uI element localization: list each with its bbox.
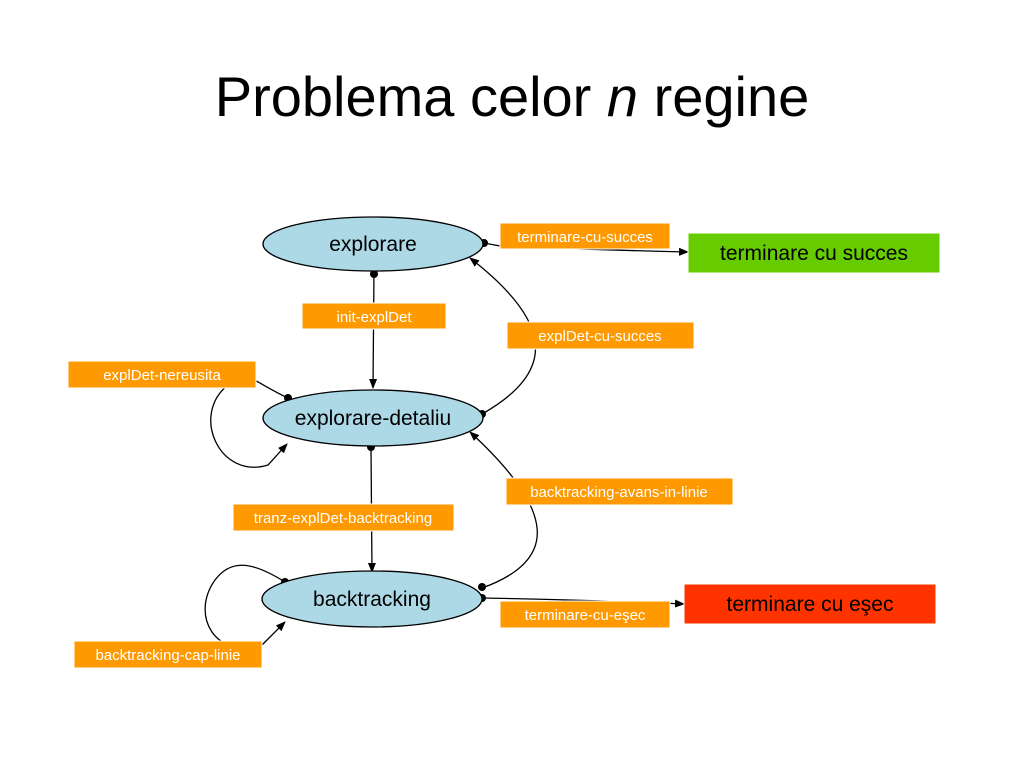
title-prefix: Problema celor [214, 65, 592, 128]
transition-explDet-nereusita-label: explDet-nereusita [103, 367, 221, 384]
state-explorare-detaliu: explorare-detaliu [262, 389, 484, 447]
transition-init-explDet: init-explDet [301, 302, 447, 330]
transition-terminare-cu-succes-label: terminare-cu-succes [517, 229, 653, 246]
terminal-failure: terminare cu eşec [683, 583, 937, 625]
transition-backtracking-cap-linie-label: backtracking-cap-linie [95, 647, 240, 664]
transition-backtracking-avans-in-linie-label: backtracking-avans-in-linie [530, 484, 708, 501]
state-explorare-detaliu-label: explorare-detaliu [295, 407, 451, 430]
state-explorare-label: explorare [329, 233, 417, 256]
slide-title: Problema celor n regine [0, 62, 1024, 132]
terminal-failure-label: terminare cu eşec [727, 593, 894, 616]
state-backtracking-label: backtracking [313, 588, 431, 611]
terminal-success-label: terminare cu succes [720, 242, 908, 265]
state-explorare: explorare [262, 216, 484, 272]
state-backtracking: backtracking [261, 570, 483, 628]
edge-explorare-detaliu-self-loop [210, 377, 289, 468]
title-suffix: regine [653, 65, 810, 128]
transition-backtracking-cap-linie: backtracking-cap-linie [73, 640, 263, 669]
transition-tranz-explDet-backtracking: tranz-explDet-backtracking [232, 503, 455, 532]
dot-backtracking-up [478, 583, 486, 591]
transition-terminare-cu-esec: terminare-cu-eşec [499, 600, 671, 629]
transition-terminare-cu-esec-label: terminare-cu-eşec [525, 607, 646, 624]
dot-explorare-down [370, 270, 378, 278]
transition-explDet-nereusita: explDet-nereusita [67, 360, 257, 389]
transition-explDet-cu-succes-label: explDet-cu-succes [538, 328, 661, 345]
transition-explDet-cu-succes: explDet-cu-succes [506, 321, 695, 350]
transition-init-explDet-label: init-explDet [336, 309, 412, 326]
transition-tranz-explDet-backtracking-label: tranz-explDet-backtracking [254, 510, 432, 527]
transition-terminare-cu-succes: terminare-cu-succes [499, 222, 671, 250]
edge-backtracking-to-explorare-detaliu [469, 431, 538, 589]
title-variable: n [606, 65, 639, 128]
terminal-success: terminare cu succes [687, 232, 941, 274]
transition-backtracking-avans-in-linie: backtracking-avans-in-linie [505, 477, 734, 506]
